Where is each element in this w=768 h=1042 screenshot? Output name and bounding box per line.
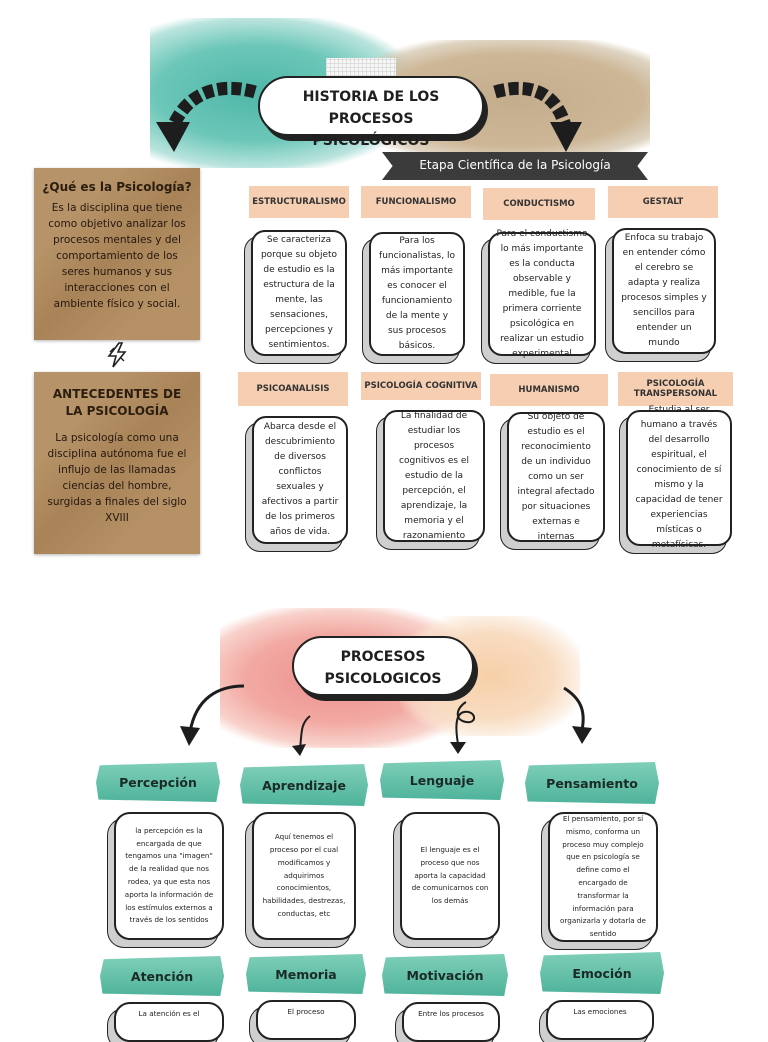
lightning-icon [107,342,127,368]
right-arrow-icon [493,81,582,152]
process-card-motivacion: Entre los procesos [402,1002,500,1042]
school-label-cognitiva: PSICOLOGÍA COGNITIVA [361,372,481,400]
title-line-1: HISTORIA DE LOS PROCESOS [302,89,440,127]
grid-paper-strip [326,58,396,80]
squiggle-icon [450,701,475,754]
page-title: HISTORIA DE LOS PROCESOS PSICOLÓGICOS [258,76,484,149]
process-label-percepcion: Percepción [96,762,220,802]
process-card-pensamiento: El pensamiento, por sí mismo, conforma u… [548,812,658,942]
title-line-2: PSICOLÓGICOS [312,133,430,149]
process-label-lenguaje: Lenguaje [380,760,504,800]
school-label-estructuralismo: ESTRUCTURALISMO [249,186,349,218]
process-label-atencion: Atención [100,956,224,996]
process-label-motivacion: Motivación [382,954,508,996]
what-is-title: ¿Qué es la Psicología? [42,180,192,194]
school-card-conductismo: Para el conductismo lo más importante es… [488,229,596,359]
school-label-funcionalismo: FUNCIONALISMO [361,186,471,218]
school-card-humanismo: Su objeto de estudio es el reconocimient… [507,412,605,542]
antecedents-text: La psicología como una disciplina autóno… [47,432,187,524]
left-arrow-icon [180,684,245,746]
school-label-gestalt: GESTALT [608,186,718,218]
school-card-psicoanalisis: Abarca desde el descubrimiento de divers… [252,416,348,544]
antecedents-title: ANTECEDENTES DE LA PSICOLOGÍA [52,387,182,418]
what-is-text: Es la disciplina que tiene como objetivo… [48,202,186,310]
process-card-aprendizaje: Aquí tenemos el proceso por el cual modi… [252,812,356,940]
school-card-gestalt: Enfoca su trabajo en entender cómo el ce… [612,228,716,354]
school-label-conductismo: CONDUCTISMO [483,188,595,220]
school-label-psicoanalisis: PSICOANALISIS [238,372,348,406]
antecedents-card: ANTECEDENTES DE LA PSICOLOGÍA La psicolo… [34,372,200,554]
school-label-humanismo: HUMANISMO [490,374,608,406]
right-arrow-icon [563,686,592,744]
process-label-aprendizaje: Aprendizaje [240,764,368,806]
processes-title: PROCESOS PSICOLOGICOS [292,636,474,696]
process-label-emocion: Emoción [540,952,664,994]
process-card-atencion: La atención es el [114,1002,224,1042]
school-label-transpersonal: PSICOLOGÍA TRANSPERSONAL [618,372,733,406]
school-card-cognitiva: La finalidad de estudiar los procesos co… [383,410,485,542]
processes-title-line-2: PSICOLOGICOS [324,671,442,687]
school-card-funcionalismo: Para los funcionalistas, lo más importan… [369,232,465,356]
processes-title-line-1: PROCESOS [340,649,426,665]
process-card-percepcion: la percepción es la encargada de que ten… [114,812,224,940]
squiggle-arrow-icon [292,715,311,756]
school-card-estructuralismo: Se caracteriza porque su objeto de estud… [251,230,347,356]
left-arrow-icon [156,81,257,152]
process-label-pensamiento: Pensamiento [525,762,659,804]
stage-banner: Etapa Científica de la Psicología [382,152,648,180]
process-card-emocion: Las emociones [546,1000,654,1040]
process-card-memoria: El proceso [256,1000,356,1040]
process-card-lenguaje: El lenguaje es el proceso que nos aporta… [400,812,500,940]
school-card-transpersonal: Estudia al ser humano a través del desar… [626,405,732,550]
what-is-psychology-card: ¿Qué es la Psicología? Es la disciplina … [34,168,200,340]
process-label-memoria: Memoria [246,954,366,994]
